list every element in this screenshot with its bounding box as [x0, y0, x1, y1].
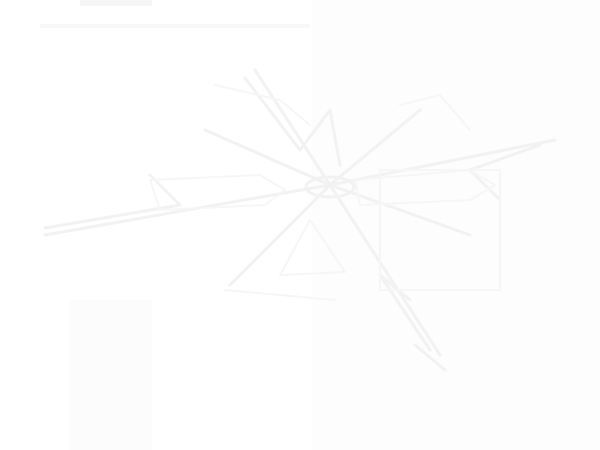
left-column [70, 300, 152, 450]
right-panel [312, 0, 600, 450]
header-rule [40, 24, 310, 28]
top-strip [80, 0, 152, 6]
